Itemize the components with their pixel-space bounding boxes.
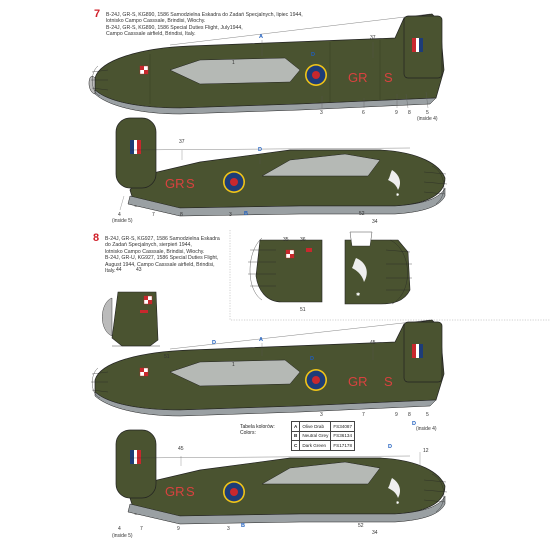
legend-name: Neutral Grey <box>299 430 332 441</box>
callout: A <box>259 34 263 40</box>
callout: D <box>311 52 315 58</box>
v7-side-letter: S <box>384 70 393 85</box>
legend-name: Olive Drab <box>299 421 332 432</box>
v7-starboard-profile: GR S <box>88 13 445 115</box>
caption-line: Italy. <box>105 268 116 275</box>
callout: 1 <box>232 60 235 66</box>
callout: D <box>310 356 314 362</box>
v7-port-code: GR <box>165 176 185 191</box>
caption-line: August 1944, Campo Casssale airfield, Br… <box>105 261 215 268</box>
caption-line: do Zadań Specjalnych, sierpień 1944, <box>105 242 192 249</box>
callout: 52 <box>359 211 365 217</box>
callout: 37 <box>179 139 185 145</box>
legend-fs: FS34087 <box>330 421 356 432</box>
variant8-caption: 8 B-24J, GR-S, KG927, 1586 Samodzielna E… <box>93 232 220 275</box>
callout: 45 <box>178 446 184 452</box>
callout: 8 <box>408 110 411 116</box>
callout: 37 <box>370 35 376 41</box>
callout: 9 <box>395 412 398 418</box>
caption-line: B-24J, GR-U, KG927, 1586 Special Duties … <box>105 255 219 262</box>
callout: 7 <box>152 212 155 218</box>
v8-side-letter: S <box>384 374 393 389</box>
callout: (inside 5) <box>112 218 133 224</box>
callout: B <box>244 211 248 217</box>
variant7-caption: 7 B-24J, GR-S, KG890, 1586 Samodzielna E… <box>94 8 303 38</box>
callout: 51 <box>300 307 306 313</box>
callout: (inside 5) <box>112 533 133 539</box>
legend-letter: B <box>290 430 301 441</box>
callout: A <box>259 337 263 343</box>
callout: B <box>241 523 245 529</box>
legend-row: C Dark Green FS17178 <box>290 440 356 451</box>
legend-row: A Olive Drab FS34087 <box>290 421 356 432</box>
caption-line: lotnisko Campo Casssale, Brindisi, Włoch… <box>106 18 206 25</box>
legend-title: Tabela kolorów: Colors: <box>240 424 290 436</box>
caption-line: B-24J, GR-S, KG890, 1586 Special Duties … <box>106 24 243 31</box>
legend-title-line: Colors: <box>240 430 256 436</box>
callout: 44 <box>116 267 122 273</box>
v8-port-code: GR <box>165 484 185 499</box>
svg-text:✱: ✱ <box>396 500 400 505</box>
callout: 8 <box>180 212 183 218</box>
callout: 1 <box>232 362 235 368</box>
legend-fs: FS17178 <box>330 440 356 451</box>
callout: 45 <box>370 340 376 346</box>
callout: 12 <box>423 448 429 454</box>
v8-port-profile: ✱ GR S <box>115 429 448 525</box>
callout: 5 <box>426 110 429 116</box>
svg-text:✱: ✱ <box>396 192 400 197</box>
svg-text:✱: ✱ <box>356 292 360 298</box>
legend-letter: A <box>290 421 301 432</box>
callout: 8 <box>408 412 411 418</box>
v8-tail-inset <box>102 291 160 347</box>
callout: 3 <box>320 412 323 418</box>
caption-line: lotnisko Campo Casssale, Brindisi, Włoch… <box>105 248 205 255</box>
callout: (inside 4) <box>416 426 437 432</box>
callout: D <box>412 421 416 427</box>
callout: 6 <box>362 110 365 116</box>
callout: 36 <box>300 237 306 243</box>
callout: 5 <box>426 412 429 418</box>
callout: 34 <box>372 530 378 536</box>
callout: 9 <box>177 526 180 532</box>
callout: D <box>388 444 392 450</box>
callout: D <box>258 147 262 153</box>
callout: 4 <box>118 212 121 218</box>
caption-line: B-24J, GR-S, KG927, 1586 Samodzielna Esk… <box>105 236 220 242</box>
callout: 34 <box>372 219 378 225</box>
callout: 52 <box>358 523 364 529</box>
legend-letter: C <box>290 440 301 451</box>
legend-name: Dark Green <box>299 440 332 451</box>
callout: 9 <box>395 110 398 116</box>
callout: 3 <box>320 110 323 116</box>
callout: 3 <box>227 526 230 532</box>
variant8-number: 8 <box>93 232 100 244</box>
v8-port-letter: S <box>186 484 195 499</box>
caption-line: B-24J, GR-S, KG890, 1586 Samodzielna Esk… <box>106 12 303 18</box>
legend-fs: FS36134 <box>330 430 356 441</box>
callout: (inside 4) <box>417 116 438 122</box>
callout: 7 <box>362 412 365 418</box>
callout: 35 <box>283 237 289 243</box>
legend-table: A Olive Drab FS34087 B Neutral Grey FS36… <box>290 421 356 451</box>
callout: 43 <box>136 267 142 273</box>
callout: 7 <box>140 526 143 532</box>
legend-row: B Neutral Grey FS36134 <box>290 430 356 441</box>
v7-port-letter: S <box>186 176 195 191</box>
v7-side-code: GR <box>348 70 368 85</box>
caption-line: Campo Casssale airfield, Brindisi, Italy… <box>106 31 196 38</box>
legend-title-line: Tabela kolorów: <box>240 424 275 430</box>
variant7-number: 7 <box>94 8 101 20</box>
v7-port-profile: ✱ GR S <box>115 117 448 217</box>
callout: 3 <box>229 212 232 218</box>
callout-leaders <box>119 40 429 470</box>
callout: 51 <box>164 354 170 360</box>
v8-side-code: GR <box>348 374 368 389</box>
v8-starboard-profile: GR S <box>91 319 445 417</box>
callout: 4 <box>118 526 121 532</box>
v8-nose-insets: ✱ <box>248 231 412 305</box>
callout: D <box>212 340 216 346</box>
